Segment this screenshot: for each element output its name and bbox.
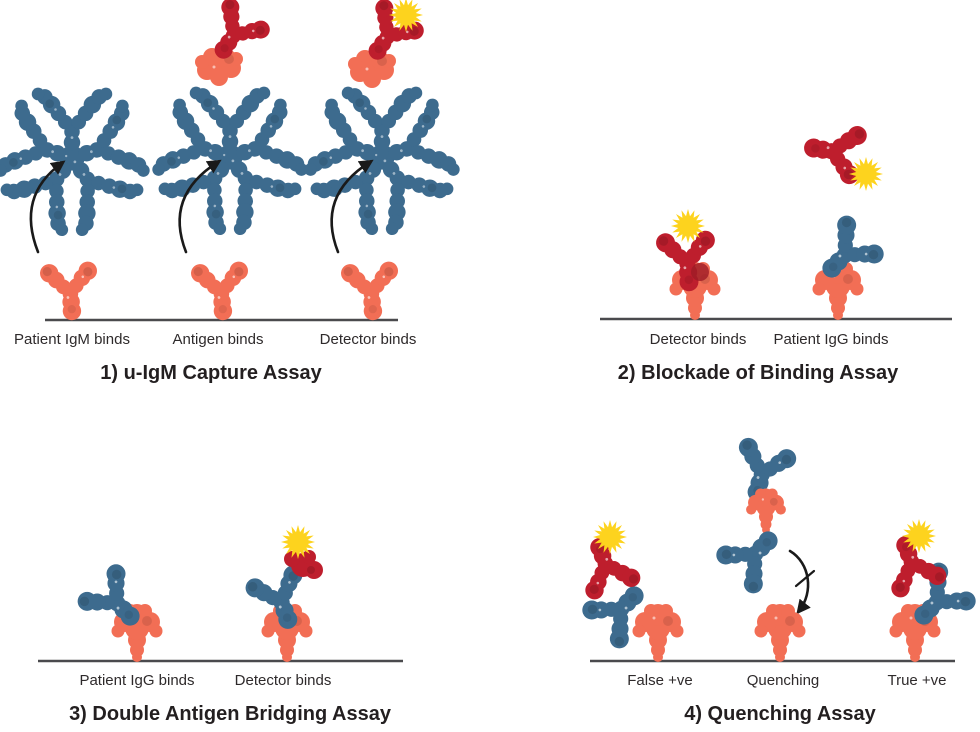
surface-antigen: [632, 604, 684, 662]
fluorophore-star: [593, 520, 627, 554]
panel-3-title: 3) Double Antigen Bridging Assay: [69, 703, 391, 725]
fluorophore-star: [671, 209, 705, 243]
blocked-binding-arrow: [788, 549, 811, 615]
binding-arrow: [178, 159, 222, 254]
panel-4-label-1: False +ve: [627, 672, 693, 689]
binding-arrow: [29, 160, 66, 254]
detector-antibody: [691, 263, 709, 281]
panel-3-label-2: Detector binds: [234, 672, 332, 689]
panel-4-illustration: [569, 435, 980, 663]
panel-1-title: 1) u-IgM Capture Assay: [100, 362, 322, 384]
panel-2-illustration: [600, 117, 952, 321]
panel-1-label-2: Antigen binds: [172, 331, 264, 348]
panel-2-label-1: Detector binds: [649, 331, 747, 348]
binding-arrow: [330, 159, 374, 254]
anti-igm-capture-antibody: [340, 259, 403, 323]
panel-3-illustration: [38, 525, 403, 663]
fluorophore-star: [849, 157, 883, 191]
detector-antigen-conjugate: [284, 550, 323, 579]
quenching-antibody: [711, 513, 796, 598]
surface-antigen: [754, 604, 806, 662]
igm-pentamer: [303, 87, 462, 238]
panel-4-label-2: Quenching: [746, 672, 820, 689]
panel-1-illustration: [0, 0, 461, 323]
anti-igm-capture-antibody: [39, 259, 102, 323]
igm-pentamer: [151, 87, 310, 238]
blocked-arrow-slash: [794, 569, 816, 588]
panel-1-label-3: Detector binds: [319, 331, 417, 348]
fluorophore-star: [281, 525, 315, 559]
igm-pentamer: [0, 88, 151, 239]
panel-2-title: 2) Blockade of Binding Assay: [617, 362, 899, 384]
panel-4-label-3: True +ve: [887, 672, 947, 689]
panel-3-label-1: Patient IgG binds: [79, 672, 195, 689]
fluorophore-star: [902, 519, 936, 553]
panel-2-label-2: Patient IgG binds: [773, 331, 889, 348]
panel-4-title: 4) Quenching Assay: [684, 703, 876, 725]
anti-igm-capture-antibody: [190, 259, 253, 323]
panel-1-label-1: Patient IgM binds: [14, 331, 130, 348]
